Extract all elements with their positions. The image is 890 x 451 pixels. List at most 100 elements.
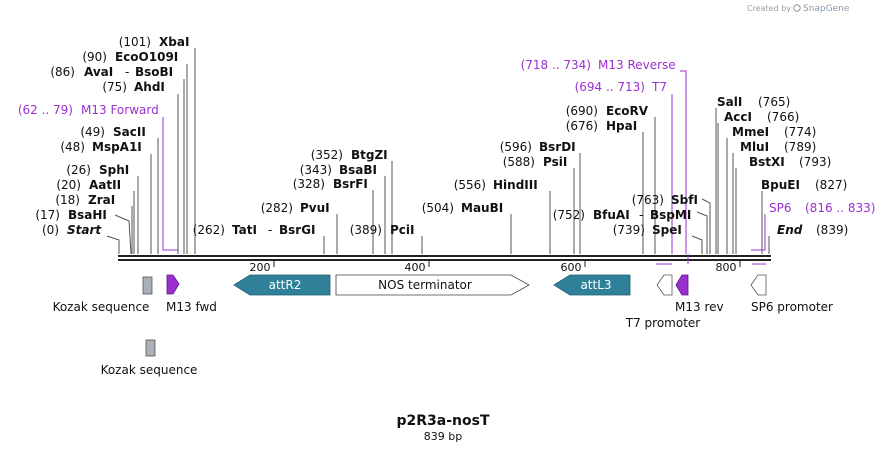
site-pos: (556) [454,178,486,192]
site-pos: (588) [503,155,535,169]
primer-pos: (816 .. 833) [805,201,875,215]
primer-name: SP6 [769,201,792,215]
site-pos: (739) [613,223,645,237]
kozak-sequence-label: Kozak sequence [101,363,198,377]
credit-prefix: Created by [747,4,791,13]
credit-brand: SnapGene [803,4,850,14]
site-pos: (793) [799,155,831,169]
site-name: BsoBI [135,65,173,79]
site-pos: (26) [66,163,91,177]
site-name: SacII [113,125,146,139]
primer-name: M13 Reverse [598,58,676,72]
site-pos: (752) [553,208,585,222]
tick-label: 800 [716,261,737,274]
site-pos: (49) [80,125,105,139]
primer-pos: (694 .. 713) [575,80,645,94]
end-label: End [777,223,803,237]
site-name: BsrGI [279,223,316,237]
site-name: SpeI [652,223,682,237]
m13-fwd-label: M13 fwd [166,300,217,314]
attl3-label: attL3 [580,278,611,292]
site-name: BsrDI [539,140,576,154]
site-pos: (596) [500,140,532,154]
map-length: 839 bp [424,430,462,443]
site-pos: (676) [566,119,598,133]
site-pos: (766) [767,110,799,124]
site-pos: (48) [60,140,85,154]
site-name: MmeI [732,125,769,139]
site-pos: (75) [102,80,127,94]
kozak-sequence-box [142,276,153,295]
site-name: AccI [724,110,752,124]
site-pos: (789) [784,140,816,154]
primer-pos: (718 .. 734) [521,58,591,72]
primer-name: T7 [651,80,667,94]
site-pos: (262) [193,223,225,237]
tick-label: 600 [561,261,582,274]
site-name: BstXI [749,155,785,169]
attr2-label: attR2 [269,278,302,292]
site-name: BsrFI [333,177,368,191]
site-pos: (690) [566,104,598,118]
site-leader-lines [106,48,770,255]
site-name: SalI [717,95,742,109]
site-pos: (86) [50,65,75,79]
t7-promoter-label: T7 promoter [625,316,701,330]
site-name: AatII [89,178,121,192]
site-pos: (504) [422,201,454,215]
primer-leader-lines [162,70,766,265]
site-name: XbaI [159,35,189,49]
site-name: MauBI [461,201,503,215]
site-name: EcoRV [606,104,649,118]
site-name: SbfI [671,193,698,207]
site-pos: (101) [119,35,151,49]
kozak-sequence-box [145,339,156,357]
site-name: PciI [390,223,415,237]
site-pos: (90) [82,50,107,64]
m13-rev-label: M13 rev [675,300,724,314]
m13-rev-primer-arrow [675,274,689,296]
map-title: p2R3a-nosT [396,413,489,429]
site-name: PvuI [300,201,330,215]
primer-name: M13 Forward [81,103,159,117]
start-label: Start [67,223,102,237]
site-name: AhdI [134,80,165,94]
snapgene-logo-icon [793,4,801,12]
site-name: PsiI [543,155,567,169]
sp6-promoter-arrow [750,274,767,296]
site-pos: (827) [815,178,847,192]
m13-fwd-primer-arrow [166,274,180,295]
site-name: SphI [99,163,129,177]
site-name: ZraI [88,193,115,207]
t7-promoter-arrow [656,274,673,296]
site-name: TatI [232,223,257,237]
site-name: BsaHI [68,208,107,222]
site-name: BpuEI [761,178,800,192]
site-pos: (18) [55,193,80,207]
site-sep: - [639,208,643,222]
site-name: AvaI [84,65,113,79]
site-pos: (0) [42,223,59,237]
site-pos: (282) [261,201,293,215]
site-pos: (839) [816,223,848,237]
site-name: BsaBI [339,163,377,177]
site-name: BspMI [650,208,691,222]
site-name: HindIII [493,178,538,192]
attl3-feature-arrow [553,274,631,296]
site-pos: (763) [632,193,664,207]
site-pos: (328) [293,177,325,191]
site-name: BfuAI [593,208,630,222]
tick-label: 200 [250,261,271,274]
site-name: HpaI [606,119,637,133]
site-name: EcoO109I [115,50,178,64]
site-sep: - [268,223,272,237]
nos-terminator-label: NOS terminator [378,278,472,292]
nos-terminator-arrow [335,274,530,296]
site-pos: (343) [300,163,332,177]
site-pos: (765) [758,95,790,109]
site-pos: (774) [784,125,816,139]
site-sep: - [125,65,129,79]
sequence-backbone [118,255,771,261]
sp6-promoter-label: SP6 promoter [751,300,833,314]
